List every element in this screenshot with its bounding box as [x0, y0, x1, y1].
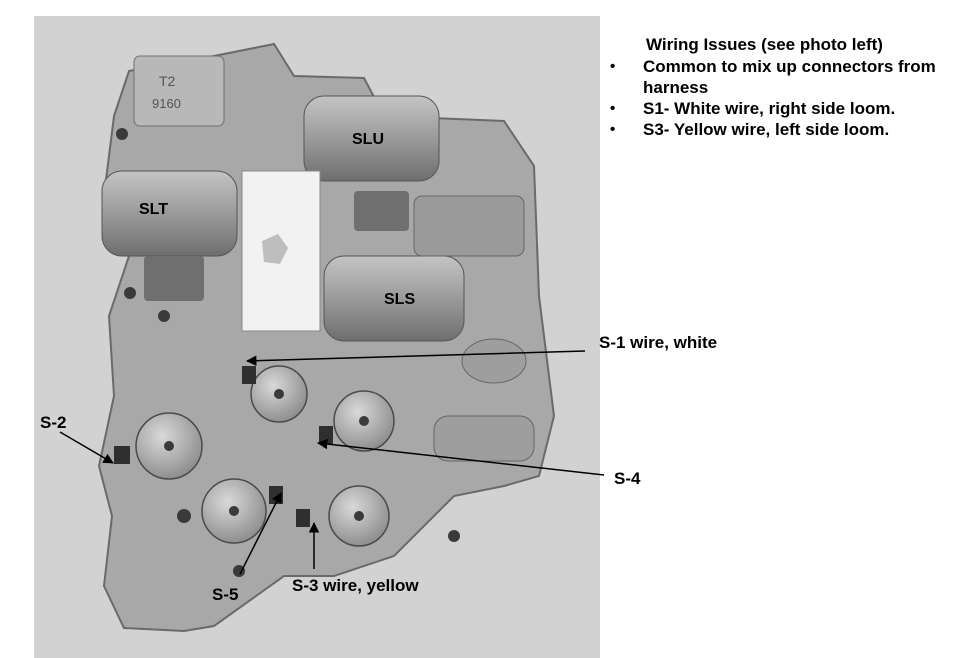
s2-leader [59, 431, 114, 464]
notes-title: Wiring Issues (see photo left) [646, 35, 883, 54]
s5-callout: S-5 [212, 585, 239, 604]
s3-callout: S-3 wire, yellow [292, 576, 419, 595]
slu-label: SLU [352, 131, 384, 148]
s2-callout: S-2 [40, 413, 67, 432]
list-item: • S1- White wire, right side loom. [606, 98, 956, 119]
notes-list: • Common to mix up connectors from harnes… [606, 56, 956, 140]
list-item: • S3- Yellow wire, left side loom. [606, 119, 956, 140]
s1-leader [245, 350, 586, 366]
note-text: S3- Yellow wire, left side loom. [643, 120, 890, 139]
bullet-icon: • [610, 100, 616, 117]
note-text: Common to mix up connectors from harness [643, 57, 936, 97]
casting-mark-number: 9160 [152, 96, 181, 111]
bullet-icon: • [610, 121, 616, 138]
sls-label: SLS [384, 291, 415, 308]
casting-mark-t2: T2 [159, 73, 176, 89]
note-text: S1- White wire, right side loom. [643, 99, 896, 118]
valve-body-photo: T2 9160 SLU SLT SLS [34, 16, 600, 658]
s5-leader [239, 492, 282, 575]
s4-leader [316, 438, 605, 476]
wiring-notes: Wiring Issues (see photo left) • Common t… [606, 34, 956, 140]
sls-solenoid [323, 255, 465, 342]
list-item: • Common to mix up connectors from harnes… [606, 56, 956, 98]
slt-label: SLT [139, 201, 168, 218]
s4-callout: S-4 [614, 469, 641, 488]
bullet-icon: • [610, 58, 616, 75]
s1-callout: S-1 wire, white [599, 333, 718, 352]
slu-solenoid [303, 95, 440, 182]
